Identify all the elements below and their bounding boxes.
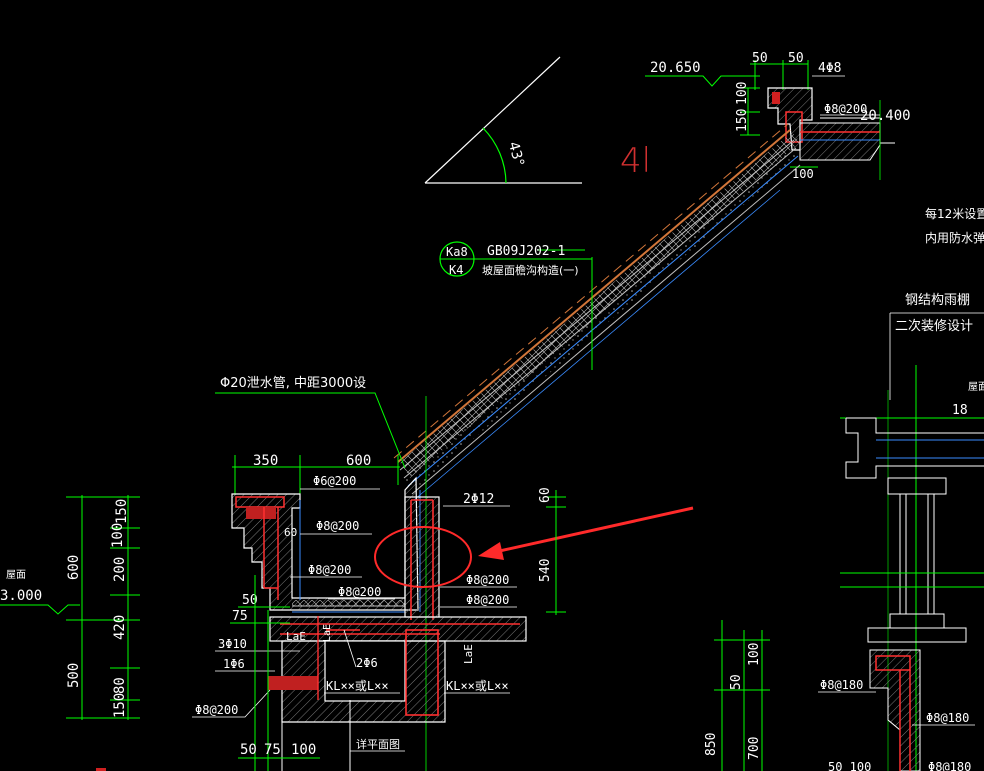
right-vertical-dims xyxy=(714,620,770,771)
sloped-roof xyxy=(393,123,801,501)
dim-v80: 80 xyxy=(112,677,128,694)
note-floor-left: 屋面 xyxy=(6,569,26,581)
highlight-arrow xyxy=(478,506,694,560)
top-dimensions xyxy=(740,60,818,168)
dim-v850: 850 xyxy=(704,733,719,756)
note-canopy-1: 钢结构雨棚 xyxy=(905,293,970,308)
upstand-wall xyxy=(404,496,440,620)
lae-2: LaE xyxy=(322,624,333,642)
gutter-label-3: Φ8@200 xyxy=(308,563,351,577)
dim-v150b: 150 xyxy=(112,693,128,718)
dim-b50100: 50 100 xyxy=(828,760,871,771)
bottom-red-mark xyxy=(96,768,106,771)
wall-dims xyxy=(546,490,566,615)
dim-top-100: 100 xyxy=(735,82,750,105)
lae-3: LaE xyxy=(462,644,475,664)
right-beam-label-1: Φ8@180 xyxy=(820,678,863,692)
dim-r18: 18 xyxy=(952,403,968,418)
drain-leader xyxy=(215,392,406,469)
note-detail: 详平面图 xyxy=(356,737,400,751)
dim-50b: 50 xyxy=(240,742,257,758)
dim-v420: 420 xyxy=(112,615,128,640)
reference-bottom: K4 xyxy=(449,263,463,277)
floor-slab xyxy=(268,616,527,771)
dim-v200: 200 xyxy=(112,557,128,582)
elevation-top-value: 20.650 xyxy=(650,60,701,76)
angle-diagram: 43° xyxy=(424,56,582,184)
gutter-label-4: Φ8@200 xyxy=(338,585,381,599)
gutter-label-2: Φ8@200 xyxy=(316,519,359,533)
dim-75: 75 xyxy=(232,609,248,624)
beam-label-2: 1Φ6 xyxy=(223,657,245,671)
dim-top-150: 150 xyxy=(735,109,750,132)
rebar-top2-label: Φ8@200 xyxy=(824,102,867,116)
note-floor-right: 屋面 xyxy=(968,381,984,393)
dim-75b: 75 xyxy=(264,742,281,758)
dim-v150: 150 xyxy=(114,499,130,524)
dim-v600: 600 xyxy=(66,555,82,580)
elevation-left-mark xyxy=(0,604,80,615)
dim-540: 540 xyxy=(538,559,553,582)
dim-350: 350 xyxy=(253,453,278,469)
elevation-top: 20.650 xyxy=(645,60,760,87)
reference-code: GB09J202-1 xyxy=(487,244,565,259)
reference-top: Ka8 xyxy=(446,245,468,259)
dim-v100: 100 xyxy=(110,523,126,548)
beam-label-3: Φ8@200 xyxy=(195,703,238,717)
dim-v700: 700 xyxy=(747,737,762,760)
wall-top-label: 2Φ12 xyxy=(463,492,494,507)
wall-label-1: Φ8@200 xyxy=(466,573,509,587)
note-canopy-2: 二次装修设计 xyxy=(895,318,973,334)
lae-1: LaE xyxy=(286,630,306,643)
right-beam-label-2: Φ8@180 xyxy=(926,711,969,725)
dim-v500: 500 xyxy=(66,663,82,688)
right-column xyxy=(840,365,984,771)
dim-50: 50 xyxy=(242,593,258,608)
reference-desc: 坡屋面檐沟构造(一) xyxy=(482,263,579,277)
note-right-1: 每12米设置分 xyxy=(925,206,984,221)
dim-v100r: 100 xyxy=(747,643,762,666)
top-left-dims xyxy=(232,455,400,495)
dim-600: 600 xyxy=(346,453,371,469)
dim-100b: 100 xyxy=(291,742,316,758)
right-beam-label-3: Φ8@180 xyxy=(928,760,971,771)
elevation-right-value: 20.400 xyxy=(860,108,911,124)
angle-label: 43° xyxy=(505,140,527,168)
rebar-top-label: 4Φ8 xyxy=(818,61,841,76)
reference-callout xyxy=(439,241,592,277)
beam-label-1: 3Φ10 xyxy=(218,637,247,651)
wall-label-2: Φ8@200 xyxy=(466,593,509,607)
kl-label-2: KL××或L×× xyxy=(446,679,509,693)
beam-label-4: 2Φ6 xyxy=(356,656,378,670)
elevation-left-value: 3.000 xyxy=(0,588,42,604)
dim-60-gutter: 60 xyxy=(284,526,297,539)
note-right-2: 内用防水弹性材 xyxy=(925,230,984,245)
dim-top-50b: 50 xyxy=(788,51,804,66)
left-vertical-dims xyxy=(66,495,140,720)
kl-label-1: KL××或L×× xyxy=(326,679,389,693)
dim-top-50a: 50 xyxy=(752,51,768,66)
dim-60-wall: 60 xyxy=(538,487,553,503)
gutter-label-1: Φ6@200 xyxy=(313,474,356,488)
gutter-section xyxy=(231,476,421,613)
note-drain: Φ20泄水管, 中距3000设 xyxy=(220,376,366,391)
dim-top-100b: 100 xyxy=(792,167,814,181)
red-mark: 4l xyxy=(620,141,651,181)
gutter-small-dims xyxy=(230,575,290,771)
highlight-circle xyxy=(374,526,472,588)
dim-v50r: 50 xyxy=(729,674,744,690)
